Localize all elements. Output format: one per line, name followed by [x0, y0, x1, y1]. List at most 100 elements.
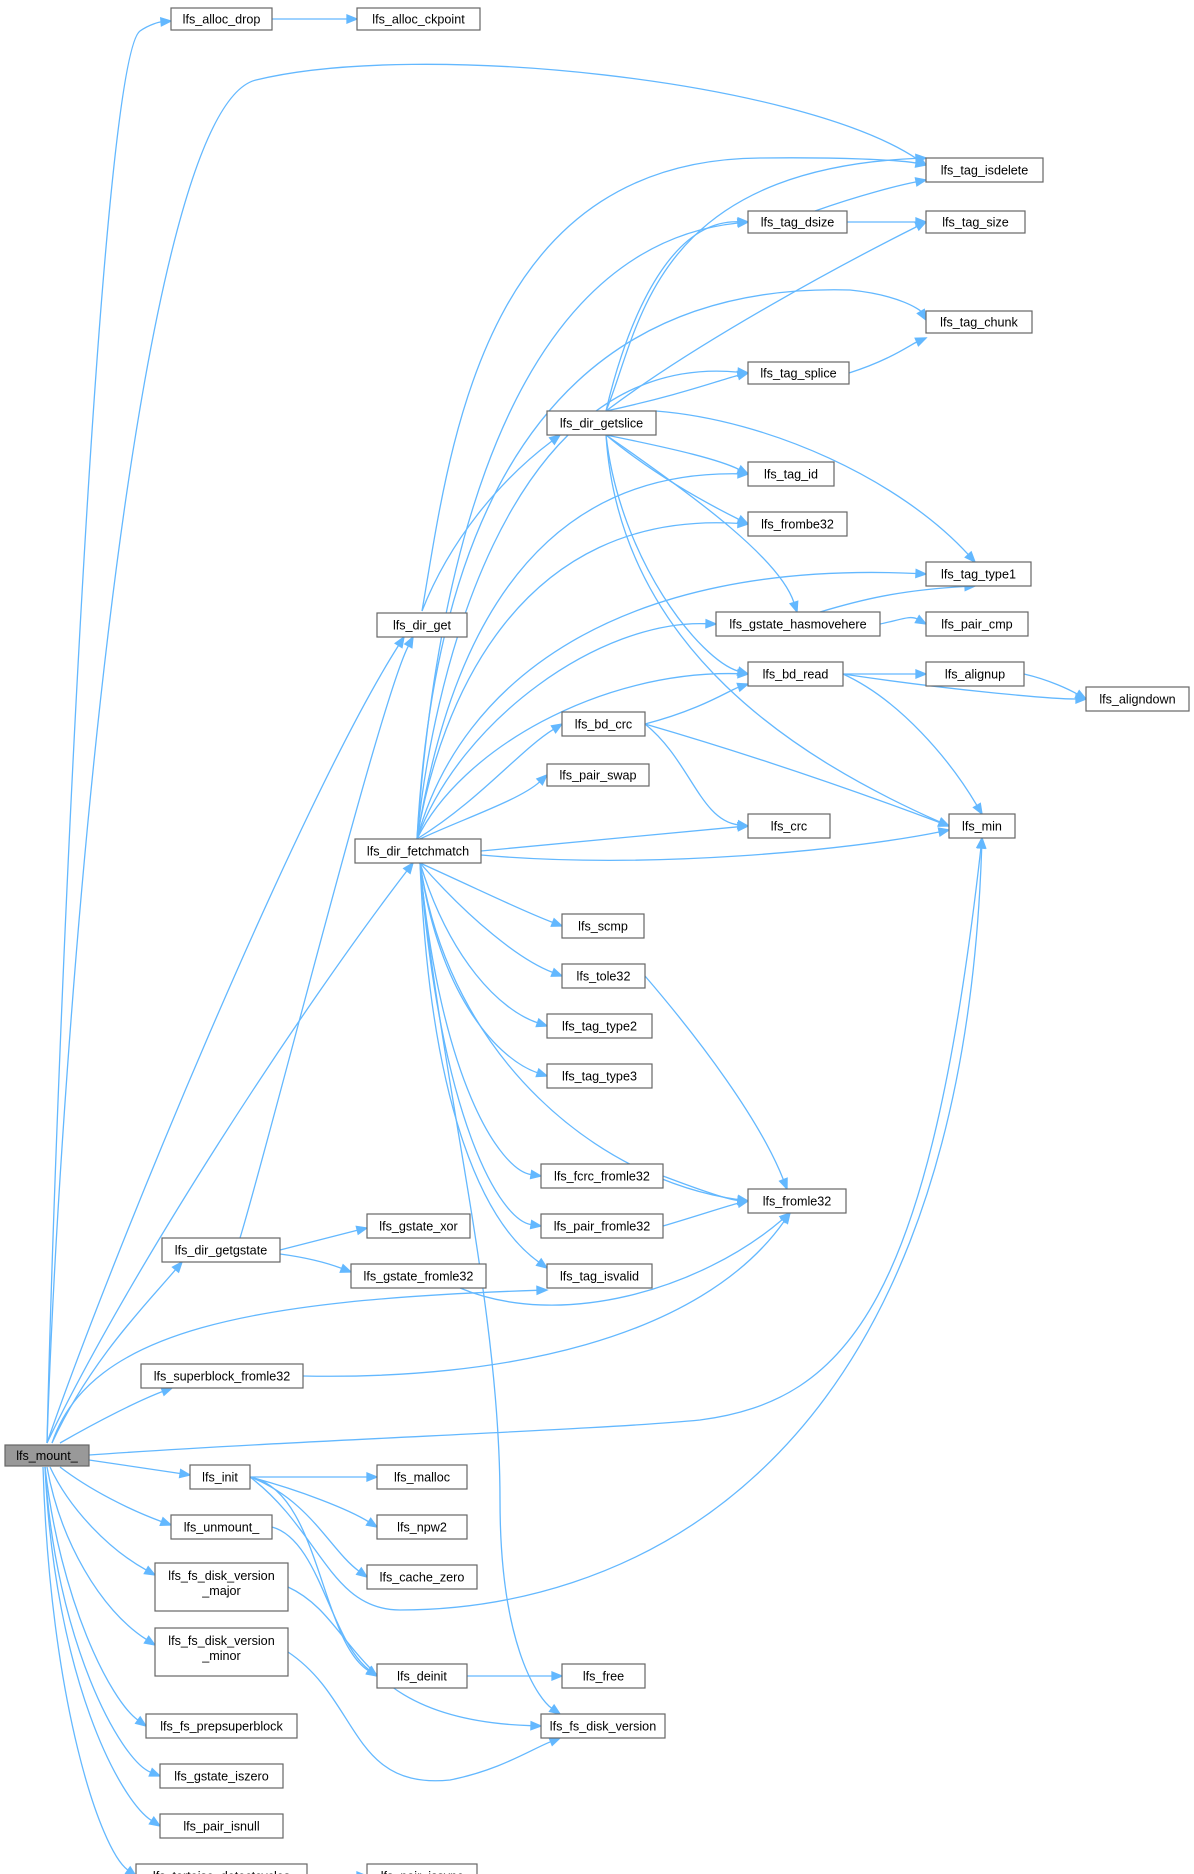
node-alignup[interactable]: lfs_alignup: [925, 661, 1025, 687]
edge-to-min: [480, 827, 951, 861]
edge-to-fromle32: [644, 975, 788, 1191]
edge-to-gstate-hasmovehere: [605, 434, 799, 614]
node-label: lfs_fs_disk_version: [168, 1634, 274, 1648]
edge-to-pair-isnull: [44, 1466, 162, 1827]
node-gstate-iszero[interactable]: lfs_gstate_iszero: [159, 1763, 284, 1789]
node-tag-splice[interactable]: lfs_tag_splice: [747, 361, 850, 385]
edge-to-malloc: [250, 1472, 379, 1482]
node-disk-version[interactable]: lfs_fs_disk_version: [540, 1713, 666, 1739]
node-label: lfs_deinit: [397, 1670, 447, 1684]
node-free[interactable]: lfs_free: [561, 1663, 646, 1689]
node-dir-get[interactable]: lfs_dir_get: [376, 612, 468, 638]
node-scmp[interactable]: lfs_scmp: [561, 913, 645, 939]
node-gstate-fromle32[interactable]: lfs_gstate_fromle32: [350, 1263, 487, 1289]
node-bd-read[interactable]: lfs_bd_read: [747, 661, 844, 687]
node-dir-fetchmatch[interactable]: lfs_dir_fetchmatch: [354, 838, 482, 864]
edge-to-tag-chunk: [848, 337, 928, 374]
edge-to-tag-isvalid: [419, 862, 549, 1270]
edge-to-tag-isdelete: [46, 63, 928, 1444]
node-label: lfs_dir_getslice: [560, 417, 643, 431]
node-pair-swap[interactable]: lfs_pair_swap: [546, 763, 650, 787]
edge-to-tag-id: [605, 434, 750, 475]
edge-to-tag-isdelete: [814, 177, 928, 212]
node-label: lfs_dir_getgstate: [175, 1244, 267, 1258]
node-malloc[interactable]: lfs_malloc: [376, 1464, 468, 1490]
edge-to-disk-version-minor: [46, 1466, 157, 1646]
node-tag-dsize[interactable]: lfs_tag_dsize: [747, 210, 848, 234]
node-fcrc-fromle32[interactable]: lfs_fcrc_fromle32: [540, 1163, 664, 1189]
edge-to-frombe32: [605, 434, 750, 525]
edge-to-bd-read: [605, 434, 750, 676]
node-init[interactable]: lfs_init: [189, 1464, 251, 1490]
node-tortoise-detectcycles[interactable]: lfs_tortoise_detectcycles: [135, 1863, 308, 1874]
edge-to-tole32: [419, 862, 564, 977]
node-label: lfs_tag_id: [764, 468, 818, 482]
node-min[interactable]: lfs_min: [948, 813, 1016, 839]
node-pair-cmp[interactable]: lfs_pair_cmp: [925, 611, 1029, 637]
edge-to-tag-type1: [819, 581, 977, 613]
edge-to-tag-size: [847, 217, 928, 227]
edge-to-tag-id: [416, 468, 750, 840]
node-label: _major: [201, 1584, 241, 1598]
call-edges: [42, 14, 1088, 1874]
node-label: lfs_tag_size: [942, 216, 1009, 230]
edge-to-tortoise-detectcycles: [42, 1466, 136, 1874]
node-pair-issync[interactable]: lfs_pair_issync: [366, 1863, 478, 1874]
node-gstate-xor[interactable]: lfs_gstate_xor: [366, 1213, 471, 1239]
edge-to-gstate-xor: [279, 1225, 369, 1251]
function-nodes: lfs_mount_ lfs_alloc_drop lfs_alloc_ckpoin…: [4, 7, 1190, 1874]
node-tag-size[interactable]: lfs_tag_size: [925, 210, 1026, 234]
node-prepsuperblock[interactable]: lfs_fs_prepsuperblock: [145, 1713, 298, 1739]
edge-to-disk-version: [287, 1586, 543, 1731]
node-aligndown[interactable]: lfs_aligndown: [1085, 686, 1190, 712]
edge-to-bd-read: [416, 668, 750, 840]
edge-to-alignup: [843, 669, 928, 679]
node-tag-type3[interactable]: lfs_tag_type3: [546, 1063, 653, 1089]
node-tag-isdelete[interactable]: lfs_tag_isdelete: [925, 157, 1044, 183]
node-label: lfs_crc: [771, 820, 807, 834]
node-label: lfs_tag_type2: [562, 1020, 637, 1034]
node-bd-crc[interactable]: lfs_bd_crc: [561, 711, 646, 737]
node-label: lfs_fromle32: [763, 1195, 832, 1209]
node-label: lfs_aligndown: [1099, 693, 1175, 707]
node-disk-version-minor[interactable]: lfs_fs_disk_version_minor: [154, 1627, 289, 1677]
node-gstate-hasmovehere[interactable]: lfs_gstate_hasmovehere: [715, 611, 881, 637]
node-alloc-ckpoint[interactable]: lfs_alloc_ckpoint: [356, 7, 481, 31]
node-pair-fromle32[interactable]: lfs_pair_fromle32: [540, 1213, 664, 1239]
edge-to-dir-getgstate: [51, 1260, 184, 1444]
node-cache-zero[interactable]: lfs_cache_zero: [366, 1564, 478, 1590]
edge-to-tag-dsize: [605, 216, 750, 412]
node-fromle32[interactable]: lfs_fromle32: [747, 1188, 847, 1214]
edge-to-unmount: [59, 1466, 173, 1526]
node-tag-chunk[interactable]: lfs_tag_chunk: [925, 310, 1033, 334]
node-crc[interactable]: lfs_crc: [747, 813, 831, 839]
edge-to-aligndown: [1023, 673, 1088, 700]
node-dir-getgstate[interactable]: lfs_dir_getgstate: [161, 1237, 281, 1263]
node-deinit[interactable]: lfs_deinit: [376, 1663, 468, 1689]
node-alloc-drop[interactable]: lfs_alloc_drop: [170, 7, 273, 31]
node-disk-version-major[interactable]: lfs_fs_disk_version_major: [154, 1562, 289, 1612]
edge-to-tag-type1: [655, 410, 977, 564]
node-label: lfs_alloc_drop: [183, 13, 261, 27]
edge-to-min: [644, 723, 951, 827]
node-tag-type1[interactable]: lfs_tag_type1: [925, 561, 1032, 587]
edge-to-tag-dsize: [416, 218, 750, 840]
node-label: lfs_fs_prepsuperblock: [160, 1720, 283, 1734]
node-npw2[interactable]: lfs_npw2: [376, 1514, 468, 1540]
node-pair-isnull[interactable]: lfs_pair_isnull: [159, 1813, 284, 1839]
node-tag-isvalid[interactable]: lfs_tag_isvalid: [546, 1263, 653, 1289]
node-label: lfs_pair_issync: [381, 1870, 464, 1874]
edge-to-fromle32: [302, 1211, 792, 1377]
node-frombe32[interactable]: lfs_frombe32: [747, 511, 848, 537]
node-dir-getslice[interactable]: lfs_dir_getslice: [546, 410, 657, 436]
node-superblock-fromle32[interactable]: lfs_superblock_fromle32: [140, 1363, 304, 1389]
node-label: lfs_gstate_iszero: [174, 1770, 269, 1784]
node-tag-type2[interactable]: lfs_tag_type2: [546, 1013, 653, 1039]
node-unmount[interactable]: lfs_unmount_: [170, 1514, 273, 1540]
node-mount[interactable]: lfs_mount_: [4, 1444, 90, 1467]
edge-to-tag-chunk: [416, 289, 927, 840]
edge-to-min: [842, 673, 983, 816]
node-tole32[interactable]: lfs_tole32: [561, 963, 646, 989]
node-tag-id[interactable]: lfs_tag_id: [747, 461, 835, 487]
